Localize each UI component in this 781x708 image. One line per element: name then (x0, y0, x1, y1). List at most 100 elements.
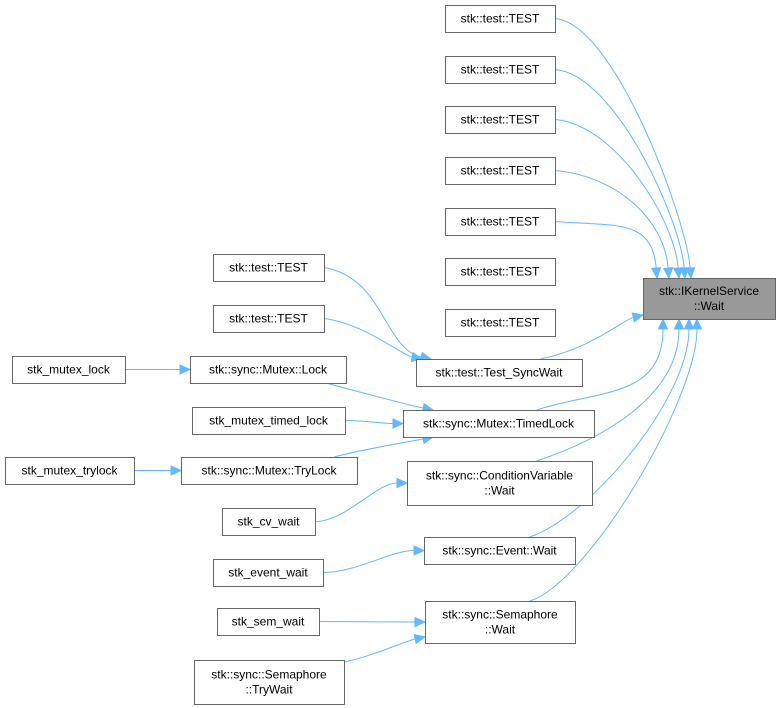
node-label: stk::test::TEST (229, 312, 308, 326)
edge-line (536, 328, 680, 462)
node-label: stk::IKernelService (659, 284, 759, 298)
edges-layer (125, 18, 703, 663)
node-t7[interactable]: stk::test::TEST (445, 309, 556, 337)
edge-t1-to-root (554, 18, 696, 280)
edge-mlock-to-lock (125, 364, 192, 375)
node-box (12, 356, 126, 384)
node-trywait[interactable]: stk::sync::Semaphore::TryWait (194, 660, 345, 705)
edge-t4-to-root (554, 170, 674, 280)
node-t4[interactable]: stk::test::TEST (445, 157, 556, 185)
node-box (416, 359, 583, 387)
node-label: stk_cv_wait (237, 515, 300, 529)
edge-line (325, 382, 424, 409)
edge-line (343, 638, 416, 663)
node-label: stk::test::TEST (461, 113, 540, 127)
node-trylock[interactable]: stk::sync::Mutex::TryLock (181, 457, 358, 485)
node-lt2[interactable]: stk::test::TEST (213, 305, 325, 333)
edge-line (322, 550, 415, 573)
node-label: stk_mutex_timed_lock (209, 414, 329, 428)
node-box (181, 457, 358, 485)
edge-line (554, 119, 679, 269)
edge-line (554, 69, 685, 269)
node-label: ::TryWait (245, 683, 293, 697)
arrowhead-icon (691, 317, 703, 330)
edge-line (529, 328, 690, 538)
edge-semw-to-semwait (318, 616, 427, 628)
node-cvw[interactable]: stk_cv_wait (222, 508, 316, 536)
node-label: stk::test::TEST (461, 63, 540, 77)
node-box (407, 461, 593, 506)
arrowhead-icon (414, 616, 427, 628)
node-cvwait[interactable]: stk::sync::ConditionVariable::Wait (407, 461, 593, 506)
edge-trywait-to-semwait (343, 633, 427, 663)
edge-line (536, 328, 664, 411)
node-box (192, 407, 346, 435)
edge-cvw-to-cvwait (314, 477, 409, 522)
arrowhead-icon (392, 418, 405, 429)
node-semw[interactable]: stk_sem_wait (217, 608, 320, 636)
node-mtry[interactable]: stk_mutex_trylock (5, 457, 135, 485)
node-box (213, 305, 325, 333)
arrowhead-icon (683, 317, 695, 330)
node-evw[interactable]: stk_event_wait (213, 559, 324, 587)
edge-evwait-to-root (529, 317, 695, 538)
edge-mtry-to-trylock (134, 465, 183, 476)
arrowhead-icon (673, 317, 685, 330)
node-label: stk::test::TEST (461, 316, 540, 330)
edge-line (554, 18, 691, 269)
node-box (445, 106, 556, 134)
node-box (5, 457, 135, 485)
node-box (403, 410, 595, 438)
node-label: stk::sync::Mutex::TimedLock (423, 417, 575, 431)
edge-line (540, 316, 634, 360)
arrowhead-icon (413, 545, 426, 556)
node-box (445, 56, 556, 84)
edge-semwait-to-root (529, 317, 703, 602)
node-timedlock[interactable]: stk::sync::Mutex::TimedLock (403, 410, 595, 438)
node-label: ::Wait (485, 623, 516, 637)
edge-lt2-to-syncwait (323, 318, 424, 363)
node-lt1[interactable]: stk::test::TEST (213, 254, 325, 282)
node-t1[interactable]: stk::test::TEST (445, 5, 556, 33)
node-semwait[interactable]: stk::sync::Semaphore::Wait (425, 601, 576, 644)
node-box (222, 508, 316, 536)
node-evwait[interactable]: stk::sync::Event::Wait (424, 537, 576, 565)
edge-timedlock-to-root (536, 317, 669, 411)
arrowhead-icon (672, 267, 684, 280)
node-label: stk::sync::Semaphore (442, 608, 558, 622)
node-syncwait[interactable]: stk::test::Test_SyncWait (416, 359, 583, 387)
node-tmlock[interactable]: stk_mutex_timed_lock (192, 407, 346, 435)
edge-t5-to-root (554, 221, 662, 280)
node-box (445, 208, 556, 236)
node-label: stk::sync::Mutex::Lock (209, 363, 328, 377)
edge-line (529, 328, 698, 602)
arrowhead-icon (413, 633, 427, 645)
node-box (425, 601, 576, 644)
node-t6[interactable]: stk::test::TEST (445, 258, 556, 286)
arrowhead-icon (650, 267, 662, 280)
edge-line (323, 318, 413, 358)
arrowhead-icon (179, 364, 192, 375)
node-lock[interactable]: stk::sync::Mutex::Lock (190, 356, 347, 384)
node-label: stk::test::TEST (461, 164, 540, 178)
edge-line (554, 170, 669, 269)
node-t5[interactable]: stk::test::TEST (445, 208, 556, 236)
node-label: stk::sync::ConditionVariable (426, 469, 574, 483)
node-label: stk::sync::Semaphore (211, 668, 327, 682)
node-box (194, 660, 345, 705)
arrowhead-icon (657, 317, 669, 330)
node-mlock[interactable]: stk_mutex_lock (12, 356, 126, 384)
node-label: stk::test::TEST (461, 12, 540, 26)
node-t2[interactable]: stk::test::TEST (445, 56, 556, 84)
nodes-layer: stk::IKernelService::Waitstk::test::TEST… (5, 5, 776, 705)
edge-line (333, 438, 424, 458)
edge-evw-to-evwait (322, 545, 426, 573)
node-label: stk_mutex_lock (27, 363, 111, 377)
node-box (445, 157, 556, 185)
arrowhead-icon (170, 465, 183, 476)
node-t3[interactable]: stk::test::TEST (445, 106, 556, 134)
node-root[interactable]: stk::IKernelService::Wait (643, 278, 776, 320)
node-label: stk::sync::Mutex::TryLock (202, 464, 338, 478)
node-label: ::Wait (694, 299, 725, 313)
